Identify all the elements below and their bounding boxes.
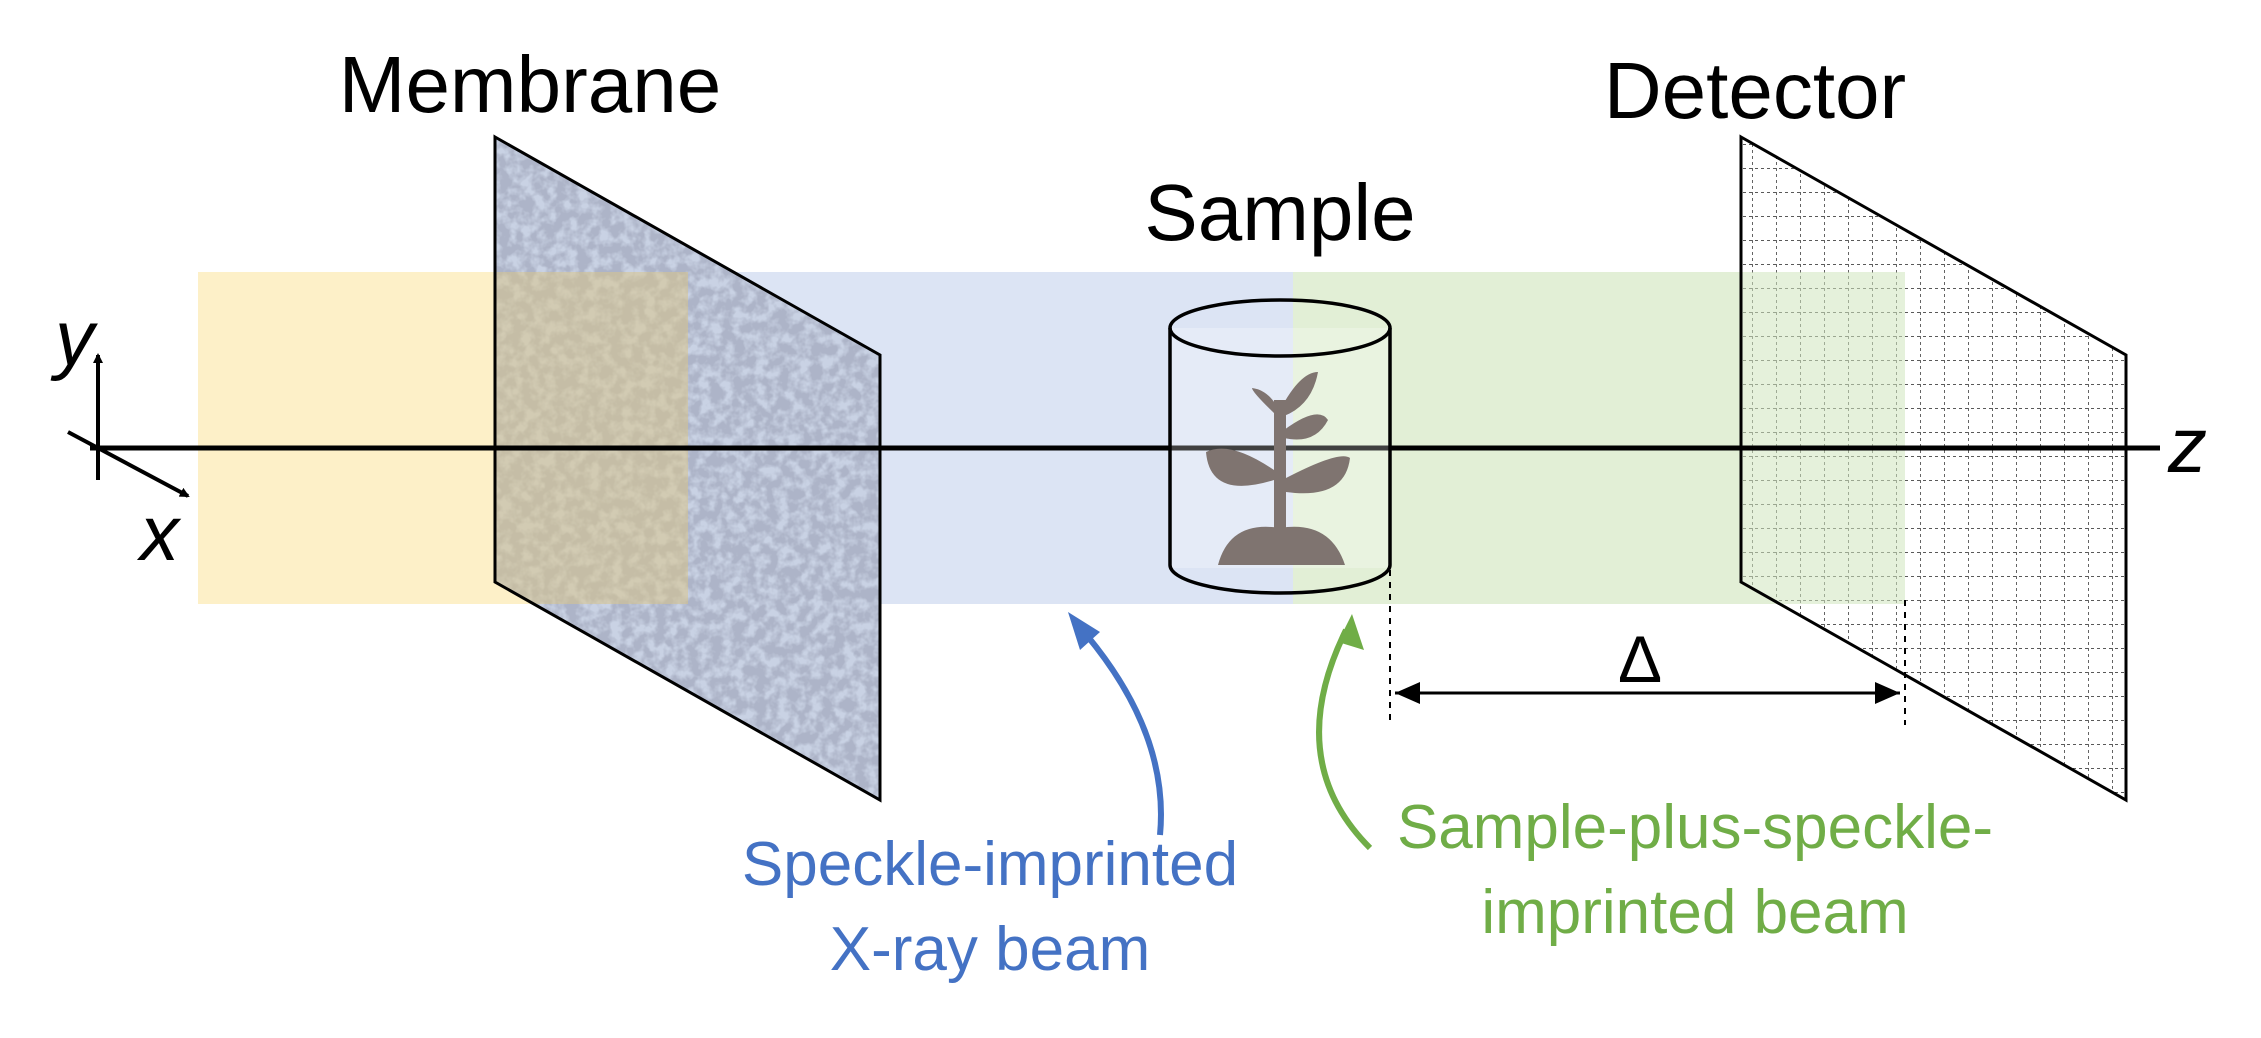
coordinate-axes [67,353,190,498]
sample-plus-arrow [1316,614,1373,851]
detector-label: Detector [1604,46,1906,135]
speckle-arrow [1068,612,1164,836]
axis-z-label: z [2167,401,2207,489]
propagation-distance [1389,570,1906,725]
axis-y-label: y [50,294,98,382]
sample-plus-caption-line2: imprinted beam [1481,878,1908,947]
speckle-caption-line2: X-ray beam [830,915,1150,984]
delta-label: Δ [1618,622,1662,696]
axis-x-label: x [136,489,182,577]
plant-icon [1206,372,1350,565]
membrane-label: Membrane [339,40,721,129]
membrane-screen [493,134,882,803]
sample-plus-caption-line1: Sample-plus-speckle- [1397,793,1993,862]
speckle-caption-line1: Speckle-imprinted [742,830,1238,899]
sample-label: Sample [1144,168,1415,257]
detector-grid [1739,134,2128,803]
